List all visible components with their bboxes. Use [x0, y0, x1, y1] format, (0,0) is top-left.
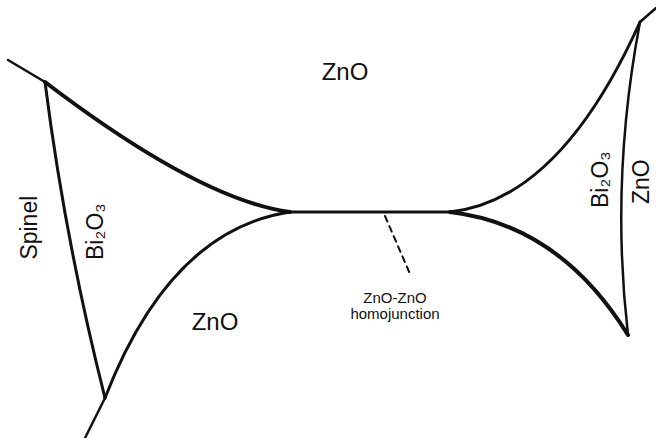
grain-boundary [450, 212, 628, 335]
grain-boundary [85, 398, 105, 438]
phase-label: ZnO [192, 309, 239, 335]
grain-boundary [450, 22, 640, 212]
leader-line [385, 216, 410, 274]
phase-label: Bi₂O₃ [587, 152, 612, 209]
callout-label: ZnO-ZnO homojunction [320, 290, 470, 323]
grain-boundary [105, 212, 290, 398]
grain-boundary [640, 8, 656, 22]
grain-boundary [45, 82, 290, 212]
phase-label: ZnO [322, 59, 369, 85]
homojunction-boundary [290, 211, 450, 214]
phase-label: Spinel [17, 196, 42, 260]
phase-label: Bi₂O₃ [82, 204, 107, 261]
phase-label: ZnO [628, 160, 653, 205]
grain-boundary [8, 60, 45, 82]
